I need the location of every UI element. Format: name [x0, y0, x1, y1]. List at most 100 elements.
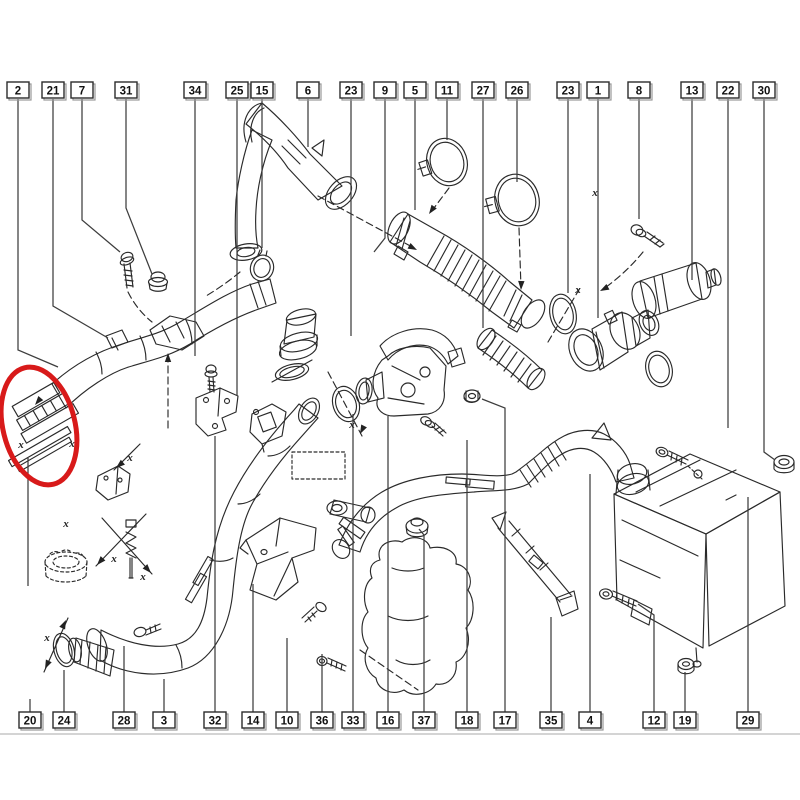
callout-label: 35 [545, 716, 558, 728]
callout-label: 34 [189, 86, 202, 98]
o-ring-23 [547, 287, 581, 343]
callout-label: 23 [562, 86, 575, 98]
callout-16[interactable]: 16 [376, 711, 402, 731]
callout-3[interactable]: 3 [152, 711, 178, 731]
callout-10[interactable]: 10 [275, 711, 301, 731]
callout-1[interactable]: 1 [586, 81, 612, 101]
hose-clamp-26 [484, 173, 540, 227]
turbo-hose-upper [51, 278, 277, 409]
callout-25[interactable]: 25 [225, 81, 251, 101]
callout-20[interactable]: 20 [18, 711, 44, 731]
callout-label: 10 [281, 716, 294, 728]
callout-label: 18 [461, 716, 474, 728]
clamp-dash [518, 227, 522, 289]
callout-35[interactable]: 35 [539, 711, 565, 731]
callout-label: 12 [648, 716, 661, 728]
callout-33[interactable]: 33 [341, 711, 367, 731]
arrowhead [142, 564, 151, 573]
callout-4[interactable]: 4 [578, 711, 604, 731]
callout-9[interactable]: 9 [373, 81, 399, 101]
engine-cluster [326, 499, 474, 695]
leader-lines [17, 99, 776, 712]
highlight-ellipse [0, 364, 80, 488]
callout-label: 19 [679, 716, 692, 728]
diagram-artwork [7, 102, 795, 695]
leader-line [763, 99, 776, 461]
x-mark: x [62, 518, 69, 530]
callout-label: 32 [209, 716, 222, 728]
bellows-hose [476, 327, 546, 391]
callout-label: 4 [587, 716, 594, 728]
callout-8[interactable]: 8 [627, 81, 653, 101]
arrowhead [35, 396, 44, 405]
callout-label: 26 [511, 86, 524, 98]
callout-5[interactable]: 5 [403, 81, 429, 101]
callout-2[interactable]: 2 [6, 81, 32, 101]
arrowhead [600, 283, 610, 291]
callout-11[interactable]: 11 [435, 81, 461, 101]
callout-27[interactable]: 27 [471, 81, 497, 101]
metering-cylinder [271, 308, 319, 383]
callout-label: 36 [316, 716, 329, 728]
callout-label: 28 [118, 716, 131, 728]
callout-18[interactable]: 18 [455, 711, 481, 731]
arrowhead [116, 459, 125, 468]
arrowhead [164, 353, 172, 362]
callout-32[interactable]: 32 [203, 711, 229, 731]
callout-label: 22 [722, 86, 735, 98]
resonator-13 [631, 262, 722, 319]
callout-37[interactable]: 37 [412, 711, 438, 731]
callout-6[interactable]: 6 [296, 81, 322, 101]
callout-34[interactable]: 34 [183, 81, 209, 101]
callout-17[interactable]: 17 [493, 711, 519, 731]
outlet-hose-3 [86, 397, 321, 675]
callout-label: 14 [247, 716, 260, 728]
hose-connector-end [7, 381, 80, 473]
screw-36a [301, 601, 327, 623]
callout-label: 37 [418, 716, 431, 728]
callout-label: 20 [24, 716, 37, 728]
callout-label: 17 [499, 716, 512, 728]
callout-label: 5 [412, 86, 419, 98]
o-ring-22 [645, 350, 673, 388]
callout-19[interactable]: 19 [673, 711, 699, 731]
nut-19 [677, 657, 695, 675]
arrowhead [97, 556, 106, 565]
callout-label: 8 [636, 86, 643, 98]
callout-24[interactable]: 24 [52, 711, 78, 731]
callout-31[interactable]: 31 [114, 81, 140, 101]
callout-22[interactable]: 22 [716, 81, 742, 101]
callout-28[interactable]: 28 [112, 711, 138, 731]
grommet-30 [773, 454, 795, 474]
arrowhead [518, 280, 525, 290]
callout-36[interactable]: 36 [310, 711, 336, 731]
callout-label: 27 [477, 86, 490, 98]
callout-23[interactable]: 23 [339, 81, 365, 101]
throttle-unit [355, 328, 466, 417]
callout-label: 7 [79, 86, 85, 98]
callout-13[interactable]: 13 [680, 81, 706, 101]
leader-line [125, 99, 153, 275]
screw-airbox [655, 446, 703, 480]
callout-30[interactable]: 30 [752, 81, 778, 101]
duct-6 [205, 102, 358, 297]
callout-15[interactable]: 15 [250, 81, 276, 101]
leader-line [52, 99, 109, 339]
bracket-32 [195, 387, 239, 437]
callout-23[interactable]: 23 [556, 81, 582, 101]
callout-26[interactable]: 26 [505, 81, 531, 101]
callout-label: 13 [686, 86, 699, 98]
callout-label: 16 [382, 716, 395, 728]
callout-7[interactable]: 7 [70, 81, 96, 101]
callout-21[interactable]: 21 [41, 81, 67, 101]
callout-label: 33 [347, 716, 360, 728]
callout-29[interactable]: 29 [736, 711, 762, 731]
x-mark: x [591, 187, 598, 199]
callout-14[interactable]: 14 [241, 711, 267, 731]
sensor-bracket-10 [249, 403, 287, 453]
callout-12[interactable]: 12 [642, 711, 668, 731]
seal-ring-15 [249, 249, 275, 282]
